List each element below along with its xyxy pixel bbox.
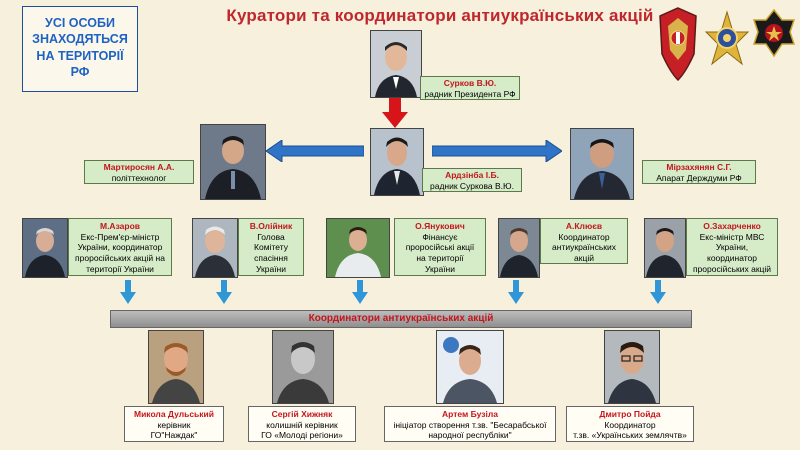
surkov-role: радник Президента РФ [424, 88, 516, 99]
kluev-role-line: антиукраїнських [552, 242, 616, 253]
down-arrow-icon [216, 280, 232, 304]
yanukovych-label: О.Янукович Фінансує проросійські акції н… [394, 218, 486, 276]
down-arrow-icon [650, 280, 666, 304]
mirzakhanyan-role: Апарат Держдуми РФ [656, 172, 742, 183]
note-box: УСІ ОСОБИ ЗНАХОДЯТЬСЯ НА ТЕРИТОРІЇ РФ [22, 6, 138, 92]
khyzhniak-role-line: ГО «Молоді регіони» [261, 430, 343, 441]
khyzhniak-name: Сергій Хижняк [271, 409, 333, 419]
oliynyk-role-line: спасіння [254, 252, 288, 263]
martirosyan-label: Мартиросян А.А. політтехнолог [84, 160, 194, 184]
note-line: УСІ ОСОБИ [45, 16, 115, 30]
dulsky-photo [148, 330, 204, 404]
svr-emblem-icon [704, 6, 750, 82]
khyzhniak-photo [272, 330, 334, 404]
khyzhniak-label: Сергій Хижняк колишній керівник ГО «Моло… [248, 406, 356, 442]
dulsky-name: Микола Дульський [134, 409, 214, 419]
ardzinba-role: радник Суркова В.Ю. [430, 180, 514, 191]
kluev-photo [498, 218, 540, 278]
yanukovych-role-line: України [425, 263, 455, 274]
surkov-name: Сурков В.Ю. [443, 78, 497, 88]
mirzakhanyan-name: Мірзахянян С.Г. [666, 162, 732, 172]
azarov-name: М.Азаров [99, 221, 141, 231]
ardzinba-name: Ардзінба І.Б. [445, 170, 499, 180]
martirosyan-name: Мартиросян А.А. [103, 162, 175, 172]
dulsky-role-line: ГО"Наждак" [150, 430, 198, 441]
buzila-label: Артем Бузіла ініціатор створення т.зв. "… [384, 406, 556, 442]
note-line: НА ТЕРИТОРІЇ [36, 48, 124, 63]
oliynyk-role-line: Голова [257, 231, 285, 242]
yanukovych-role-line: проросійські акції [405, 242, 475, 253]
note-line: ЗНАХОДЯТЬСЯ [32, 32, 128, 47]
martirosyan-photo [200, 124, 266, 200]
oliynyk-photo [192, 218, 238, 278]
azarov-photo [22, 218, 68, 278]
fsb-emblem-icon [656, 6, 700, 82]
mirzakhanyan-label: Мірзахянян С.Г. Апарат Держдуми РФ [642, 160, 756, 184]
oliynyk-label: В.Олійник Голова Комітету спасіння Украї… [238, 218, 304, 276]
kluev-label: А.Клюєв Координатор антиукраїнських акці… [540, 218, 628, 264]
azarov-role-line: проросійських акцій на [75, 252, 165, 263]
azarov-role-line: території України [86, 263, 154, 274]
down-arrow-icon [120, 280, 136, 304]
gru-emblem-icon [752, 6, 796, 82]
oliynyk-role-line: Комітету [254, 242, 288, 253]
khyzhniak-role-line: колишній керівник [266, 419, 338, 430]
azarov-role-line: Екс-Прем'єр-міністр [80, 231, 160, 242]
yanukovych-photo [326, 218, 390, 278]
mirzakhanyan-photo [570, 128, 634, 200]
surkov-label: Сурков В.Ю. радник Президента РФ [420, 76, 520, 100]
zakharchenko-name: О.Захарченко [703, 221, 761, 231]
left-arrow-icon [266, 140, 364, 162]
buzila-photo [436, 330, 504, 404]
oliynyk-role-line: України [256, 263, 286, 274]
coordinators-bar: Координатори антиукраїнських акцій [110, 310, 692, 328]
surkov-photo [370, 30, 422, 98]
right-arrow-icon [432, 140, 562, 162]
dulsky-label: Микола Дульський керівник ГО"Наждак" [124, 406, 224, 442]
buzila-name: Артем Бузіла [442, 409, 498, 419]
buzila-role-line: народної республіки" [428, 430, 512, 441]
yanukovych-name: О.Янукович [415, 221, 465, 231]
ardzinba-photo [370, 128, 424, 196]
zakharchenko-role-line: координатор [707, 252, 757, 263]
zakharchenko-role-line: Екс-міністр МВС [699, 231, 765, 242]
poida-role-line: т.зв. «Українських землячтв» [573, 430, 687, 441]
kluev-name: А.Клюєв [565, 221, 603, 231]
azarov-role-line: України, координатор [77, 242, 163, 253]
down-arrow-icon [352, 280, 368, 304]
kluev-role-line: акцій [574, 252, 594, 263]
zakharchenko-role-line: проросійських акцій [692, 263, 772, 274]
poida-role-line: Координатор [604, 419, 656, 430]
yanukovych-role-line: Фінансує [422, 231, 458, 242]
yanukovych-role-line: на території [416, 252, 464, 263]
down-arrow-icon [508, 280, 524, 304]
ardzinba-label: Ардзінба І.Б. радник Суркова В.Ю. [422, 168, 522, 192]
zakharchenko-photo [644, 218, 686, 278]
note-line: РФ [70, 64, 90, 79]
poida-name: Дмитро Пойда [599, 409, 661, 419]
oliynyk-name: В.Олійник [249, 221, 293, 231]
page-title: Куратори та координатори антиукраїнських… [226, 6, 654, 25]
kluev-role-line: Координатор [558, 231, 610, 242]
dulsky-role-line: керівник [157, 419, 191, 430]
zakharchenko-role-line: України, [715, 242, 749, 253]
poida-photo [604, 330, 660, 404]
azarov-label: М.Азаров Екс-Прем'єр-міністр України, ко… [68, 218, 172, 276]
martirosyan-role: політтехнолог [111, 172, 167, 183]
zakharchenko-label: О.Захарченко Екс-міністр МВС України, ко… [686, 218, 778, 276]
buzila-role-line: ініціатор створення т.зв. "Бесарабської [393, 419, 547, 430]
red-arrow-icon [382, 98, 408, 128]
poida-label: Дмитро Пойда Координатор т.зв. «Українсь… [566, 406, 694, 442]
